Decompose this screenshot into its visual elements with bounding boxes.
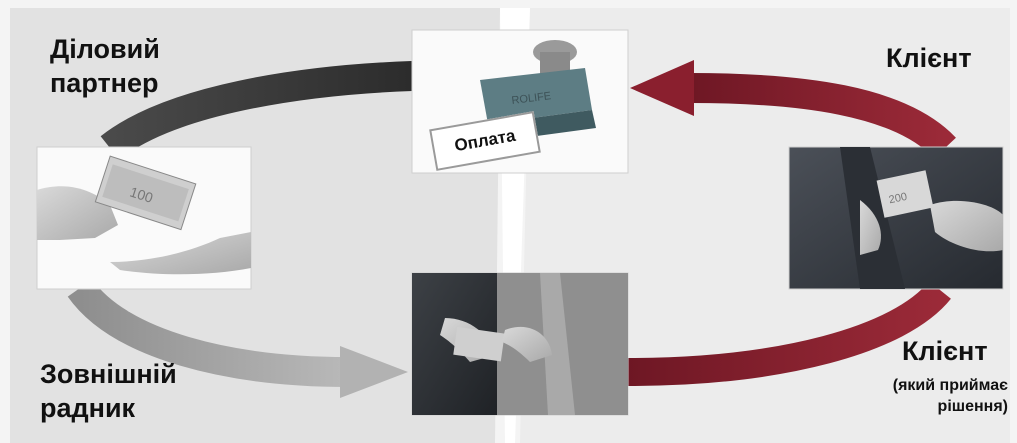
money-handover-photo: 100	[36, 146, 252, 290]
svg-text:100: 100	[128, 183, 155, 206]
client-top-label: Клієнт	[886, 43, 972, 73]
red-arrowhead	[630, 60, 694, 116]
red-bottom-arc	[627, 280, 951, 386]
external-advisor-text: Зовнішній радник	[40, 359, 177, 423]
grey-arc-arrow	[67, 278, 349, 387]
business-partner-label: Діловий партнер	[50, 33, 190, 101]
dark-arc-arrow	[100, 61, 413, 160]
external-advisor-label: Зовнішній радник	[40, 358, 200, 426]
grey-arrowhead	[340, 346, 408, 398]
red-top-arc	[689, 73, 956, 159]
pocket-money-photo: 200	[788, 146, 1004, 290]
client-subtitle-line-2: рішення)	[937, 397, 1008, 415]
hands-behind-back-money-photo	[411, 272, 629, 416]
client-subtitle-line-1: (який приймає	[892, 377, 1008, 394]
svg-text:ROLIFE: ROLIFE	[511, 90, 552, 107]
client-decision-maker-label: Клієнт	[902, 336, 988, 366]
client-decision-maker-subtitle: (який приймає рішення)	[838, 376, 1008, 418]
svg-text:200: 200	[888, 191, 908, 207]
business-partner-text: Діловий партнер	[50, 34, 160, 98]
